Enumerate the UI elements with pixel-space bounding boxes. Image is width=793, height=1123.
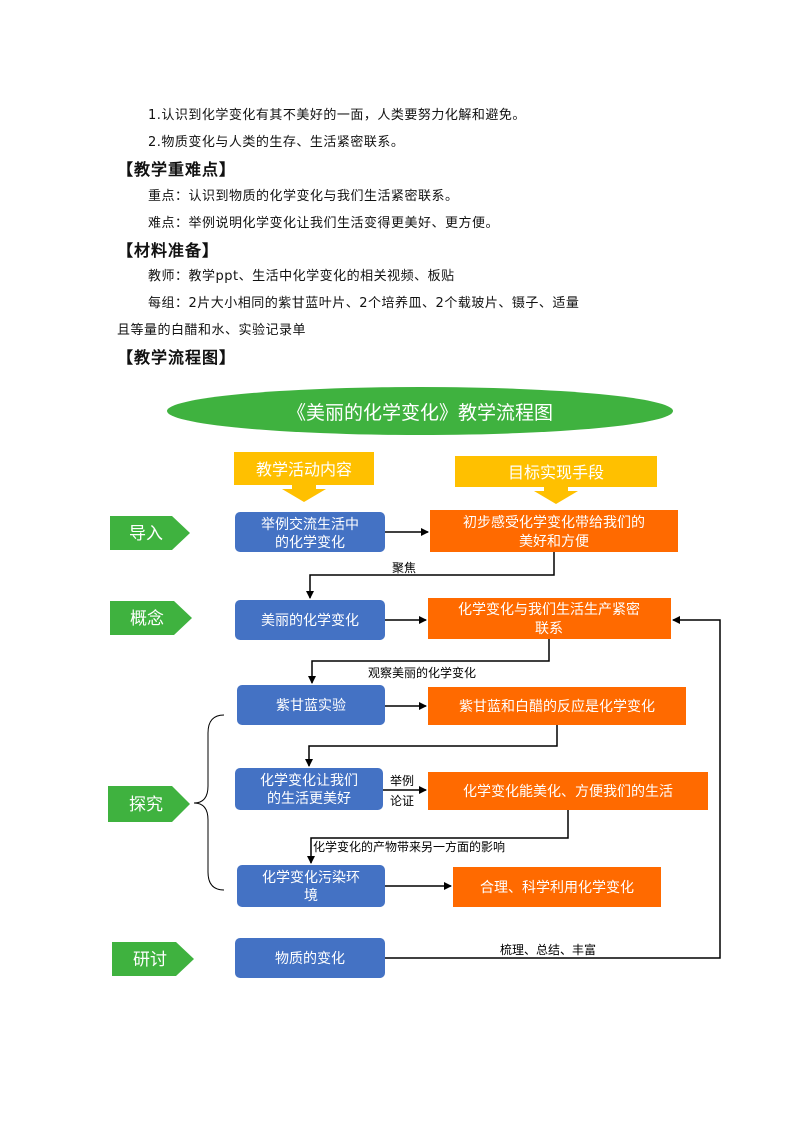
- teacher-materials: 教师：教学ppt、生活中化学变化的相关视频、板贴: [148, 269, 455, 284]
- box-better-life-line1: 化学变化让我们: [260, 773, 358, 789]
- box-cabbage-experiment-label: 紫甘蓝实验: [276, 698, 346, 714]
- box-beautiful-change-label: 美丽的化学变化: [261, 613, 359, 629]
- connector-observe: [308, 639, 550, 684]
- right-column-header: [455, 456, 657, 487]
- goal-box-feel-beauty-line1: 初步感受化学变化带给我们的: [463, 514, 645, 531]
- goal-box-cabbage-reaction: [428, 687, 686, 725]
- goal-box-feel-beauty-line2: 美好和方便: [519, 534, 589, 550]
- connector-explore: [305, 725, 558, 767]
- label-other-side: 化学变化的产物带来另一方面的影响: [313, 839, 505, 854]
- flowchart-title: 《美丽的化学变化》教学流程图: [287, 402, 553, 424]
- left-column-header-label: 教学活动内容: [256, 460, 352, 479]
- label-summary: 梳理、总结、丰富: [500, 942, 596, 957]
- group-materials-line-1: 每组：2片大小相同的紫甘蓝叶片、2个培养皿、2个载玻片、镊子、适量: [148, 296, 580, 311]
- goal-box-beautify-life-label: 化学变化能美化、方便我们的生活: [463, 784, 673, 800]
- goal-1: 1.认识到化学变化有其不美好的一面，人类要努力化解和避免。: [148, 108, 526, 123]
- flowchart-title-ellipse: [167, 387, 673, 435]
- heading-flowchart: 【教学流程图】: [117, 348, 237, 367]
- label-focus: 聚焦: [392, 561, 416, 575]
- left-column-header: [234, 452, 374, 485]
- box-pollution: [237, 865, 385, 907]
- heading-key-points: 【教学重难点】: [117, 160, 237, 179]
- key-point: 重点：认识到物质的化学变化与我们生活紧密联系。: [148, 189, 459, 204]
- box-life-examples-line2: 的化学变化: [275, 535, 345, 551]
- stage-discuss-arrow: [112, 942, 194, 976]
- left-header-down-arrow: [282, 485, 326, 502]
- right-column-header-label: 目标实现手段: [508, 463, 604, 482]
- goal-box-close-link-line1: 化学变化与我们生活生产紧密: [458, 601, 640, 618]
- goal-box-rational-use: [453, 867, 661, 907]
- goal-box-close-link: [428, 598, 671, 639]
- stage-concept-label: 概念: [130, 608, 164, 629]
- goal-box-beautify-life: [428, 772, 708, 810]
- box-better-life: [235, 768, 383, 810]
- explore-bracket: [193, 714, 225, 891]
- goal-2: 2.物质变化与人类的生存、生活紧密联系。: [148, 135, 405, 150]
- box-matter-change: [235, 938, 385, 978]
- feedback-loop-arrow: [385, 616, 721, 959]
- goal-box-cabbage-reaction-label: 紫甘蓝和白醋的反应是化学变化: [459, 698, 655, 715]
- stage-intro-arrow: [110, 516, 190, 550]
- box-pollution-line2: 境: [304, 888, 318, 904]
- box-beautiful-change: [235, 600, 385, 640]
- goal-box-feel-beauty: [430, 510, 678, 552]
- goal-box-rational-use-label: 合理、科学利用化学变化: [480, 880, 634, 896]
- box-cabbage-experiment: [237, 685, 385, 725]
- connector-focus: [306, 552, 555, 599]
- box-pollution-line1: 化学变化污染环: [262, 870, 360, 886]
- group-materials-line-2: 且等量的白醋和水、实验记录单: [117, 323, 307, 338]
- stage-intro-label: 导入: [129, 524, 163, 544]
- box-matter-change-label: 物质的变化: [275, 951, 345, 967]
- connector-other-side: [307, 810, 569, 864]
- label-argument: 论证: [390, 794, 414, 808]
- heading-materials: 【材料准备】: [117, 241, 220, 260]
- stage-explore-label: 探究: [129, 795, 163, 815]
- box-life-examples-line1: 举例交流生活中: [261, 516, 359, 533]
- stage-explore-arrow: [108, 786, 190, 822]
- box-better-life-line2: 的生活更美好: [267, 791, 351, 807]
- goal-box-close-link-line2: 联系: [535, 621, 563, 637]
- difficult-point: 难点：举例说明化学变化让我们生活变得更美好、更方便。: [148, 216, 500, 231]
- label-observe: 观察美丽的化学变化: [368, 665, 476, 680]
- label-example: 举例: [390, 774, 414, 788]
- stage-concept-arrow: [110, 601, 192, 635]
- stage-discuss-label: 研讨: [133, 950, 167, 970]
- box-life-examples: [235, 512, 385, 552]
- right-header-down-arrow: [534, 487, 578, 504]
